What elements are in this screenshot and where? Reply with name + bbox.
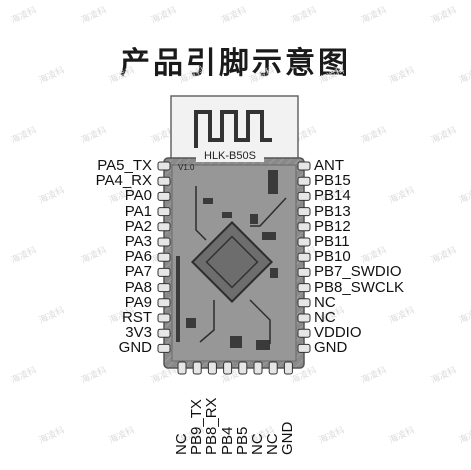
right-pin-pad <box>297 283 311 293</box>
right-pin-pad <box>297 191 311 201</box>
bottom-pin-pad <box>192 361 202 375</box>
left-pin-label: PA2 <box>124 217 152 235</box>
right-pin-pad <box>297 222 311 232</box>
traces <box>195 186 287 344</box>
module-name: HLK-B50S <box>204 150 256 162</box>
left-pads <box>157 161 171 353</box>
left-pin-label: RST <box>122 309 152 326</box>
left-pin-pad <box>157 343 171 353</box>
module-version: V1.0 <box>178 163 195 172</box>
bottom-pin-label: NC <box>264 433 282 455</box>
left-pin-label: PA4_RX <box>95 172 152 190</box>
right-pin-label: NC <box>314 293 336 311</box>
right-pin-pad <box>297 161 311 171</box>
left-pin-pad <box>157 252 171 262</box>
left-pin-pad <box>157 176 171 186</box>
right-pin-label: NC <box>314 309 336 326</box>
bottom-pin-pad <box>223 361 233 375</box>
right-pin-label: PB15 <box>314 172 351 190</box>
left-pin-label: GND <box>118 339 152 357</box>
right-pin-label: PB7_SWDIO <box>314 263 402 281</box>
right-pin-pad <box>297 328 311 338</box>
right-pin-pad <box>297 298 311 308</box>
page-title: 产品引脚示意图 <box>120 46 351 81</box>
bottom-pin-pad <box>238 361 248 375</box>
left-pin-label: PA5_TX <box>97 157 152 174</box>
left-pin-label: PA9 <box>124 293 152 311</box>
left-pin-label: 3V3 <box>125 324 152 342</box>
left-pin-label: PA0 <box>124 187 152 205</box>
bottom-pin-label: NC <box>249 433 266 455</box>
bottom-pin-label: PB4 <box>218 426 236 455</box>
bottom-pads <box>177 361 293 375</box>
right-pin-label: PB11 <box>314 233 350 250</box>
right-pin-label: ANT <box>314 157 344 174</box>
left-pin-label: PA1 <box>124 202 152 220</box>
left-pin-pad <box>157 298 171 308</box>
left-pin-pad <box>157 237 171 247</box>
right-pin-pad <box>297 252 311 262</box>
pcb-antenna-trace <box>194 110 272 148</box>
left-pin-pad <box>157 161 171 171</box>
left-pin-pad <box>157 283 171 293</box>
left-pin-pad <box>157 328 171 338</box>
bottom-pin-label: PB5 <box>233 426 251 455</box>
left-pin-label: PA7 <box>124 263 152 281</box>
right-pin-label: PB12 <box>314 217 351 235</box>
right-pin-label: PB8_SWCLK <box>314 278 405 296</box>
right-pin-pad <box>297 313 311 323</box>
bottom-pin-label: NC <box>173 433 190 455</box>
right-pin-label: PB13 <box>314 202 351 220</box>
left-pin-label: PA6 <box>124 248 152 266</box>
left-pin-pad <box>157 207 171 217</box>
main-chip <box>190 220 274 304</box>
right-pin-pad <box>297 267 311 277</box>
bottom-pin-pad <box>268 361 278 375</box>
right-pin-label: PB14 <box>314 187 351 205</box>
right-pin-label: GND <box>314 339 348 357</box>
bottom-pin-label: PB8_RX <box>203 397 221 455</box>
bottom-pin-label: GND <box>279 421 297 455</box>
bottom-pin-pad <box>253 361 263 375</box>
right-pin-pad <box>297 207 311 217</box>
left-pin-pad <box>157 267 171 277</box>
left-pin-pad <box>157 191 171 201</box>
bottom-pin-pad <box>207 361 217 375</box>
right-pads <box>297 161 311 353</box>
left-pin-label: PA8 <box>124 278 152 296</box>
right-pin-pad <box>297 237 311 247</box>
right-pin-pad <box>297 343 311 353</box>
left-pin-label: PA3 <box>124 233 152 250</box>
bottom-pin-pad <box>283 361 293 375</box>
right-pin-pad <box>297 176 311 186</box>
left-pin-pad <box>157 222 171 232</box>
bottom-pin-label: PB9_TX <box>188 399 206 455</box>
left-pin-pad <box>157 313 171 323</box>
components <box>176 170 278 350</box>
right-pin-label: VDDIO <box>314 324 362 342</box>
bottom-pin-pad <box>177 361 187 375</box>
right-pin-label: PB10 <box>314 248 351 266</box>
